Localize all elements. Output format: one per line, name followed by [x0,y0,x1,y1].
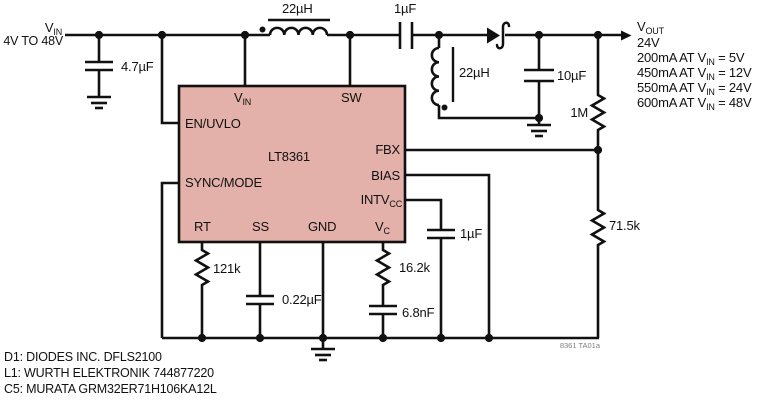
fb-top-resistor-shape [589,35,607,150]
junction-dot [434,30,444,40]
secondary-return-wire [437,105,539,120]
ic-body [177,84,407,244]
schottky-diode [487,21,511,50]
junction-dot [255,333,265,343]
vc-cap-value: 6.8nF [402,305,435,320]
secondary-phase-dot-icon [441,104,448,111]
vc-resistor-shape [374,242,392,306]
junction-dot [436,333,446,343]
pin-label-sync-mode: SYNC/MODE [185,175,262,190]
fb-bottom-resistor-shape [589,150,607,338]
pin-label-intvcc: INTVCC [360,192,403,209]
secondary-inductor-coil [430,46,440,107]
diode-triangle-icon [487,27,500,44]
note-c5: C5: MURATA GRM32ER71H106KA12L [4,382,217,396]
intvcc-wire [405,198,443,230]
schottky-cathode-bar-icon [495,21,511,50]
pin-label-ss: SS [252,219,269,234]
input-range-label: 4V TO 48V [3,34,63,48]
intvcc-cap-value: 1µF [460,226,483,241]
pin-label-vin: VIN [234,90,252,107]
pin-label-vc: VC [375,219,390,236]
junction-dots [94,30,603,343]
junction-dot [534,113,544,123]
secondary-inductor-value: 22µH [459,65,490,80]
junction-dot [593,30,603,40]
output-voltage-label: 24V [637,35,660,50]
sync-mode-ground-wire [160,181,179,338]
figure-id: 8361 TA01a [559,341,600,350]
junction-dot [593,145,603,155]
junction-dot [240,30,250,40]
input-cap-ground-icon [87,95,111,110]
coupled-inductor [259,18,455,111]
en-uvlo-wire [160,35,179,125]
pin-label-sw: SW [341,90,362,105]
pin-label-en-uvlo: EN/UVLO [185,116,241,131]
note-l1: L1: WURTH ELEKTRONIK 744877220 [4,366,214,380]
junction-dot [318,333,328,343]
primary-inductor-value: 22µH [282,1,313,16]
output-spec-line: 200mA AT VIN = 5V [637,50,745,67]
pin-label-rt: RT [194,219,211,234]
junction-dot [378,333,388,343]
ground-symbols [87,95,551,362]
junction-dot [484,333,494,343]
output-net-label: VOUT [637,19,664,36]
ic-part-number: LT8361 [268,149,310,164]
junction-dot [345,30,355,40]
output-spec-line: 450mA AT VIN = 12V [637,65,752,82]
output-cap-value: 10µF [557,68,587,83]
vout-arrow-icon [621,30,632,41]
primary-phase-dot-icon [259,26,266,33]
bias-wire [405,173,491,338]
coupling-cap-value: 1µF [394,1,417,16]
fb-top-resistor-value: 1M [570,105,588,120]
junction-dot [197,333,207,343]
junction-dot [157,30,167,40]
note-d1: D1: DIODES INC. DFLS2100 [4,350,162,364]
pin-label-bias: BIAS [371,168,400,183]
vc-resistor-value: 16.2k [399,260,430,275]
output-spec-list: 200mA AT VIN = 5V 450mA AT VIN = 12V 550… [637,50,752,112]
junction-dot [94,30,104,40]
input-cap-value: 4.7µF [121,59,154,74]
primary-inductor-coil [268,26,329,36]
pin-label-fbx: FBX [375,142,400,157]
rt-resistor-shape [193,242,211,338]
pin-label-gnd: GND [308,219,337,234]
junction-dot [534,30,544,40]
ss-cap-value: 0.22µF [282,292,322,307]
output-spec-line: 600mA AT VIN = 48V [637,95,752,112]
input-net-label: VIN [44,20,62,37]
rt-resistor-value: 121k [213,261,241,276]
output-spec-line: 550mA AT VIN = 24V [637,80,752,97]
fb-bottom-resistor-value: 71.5k [609,218,640,233]
